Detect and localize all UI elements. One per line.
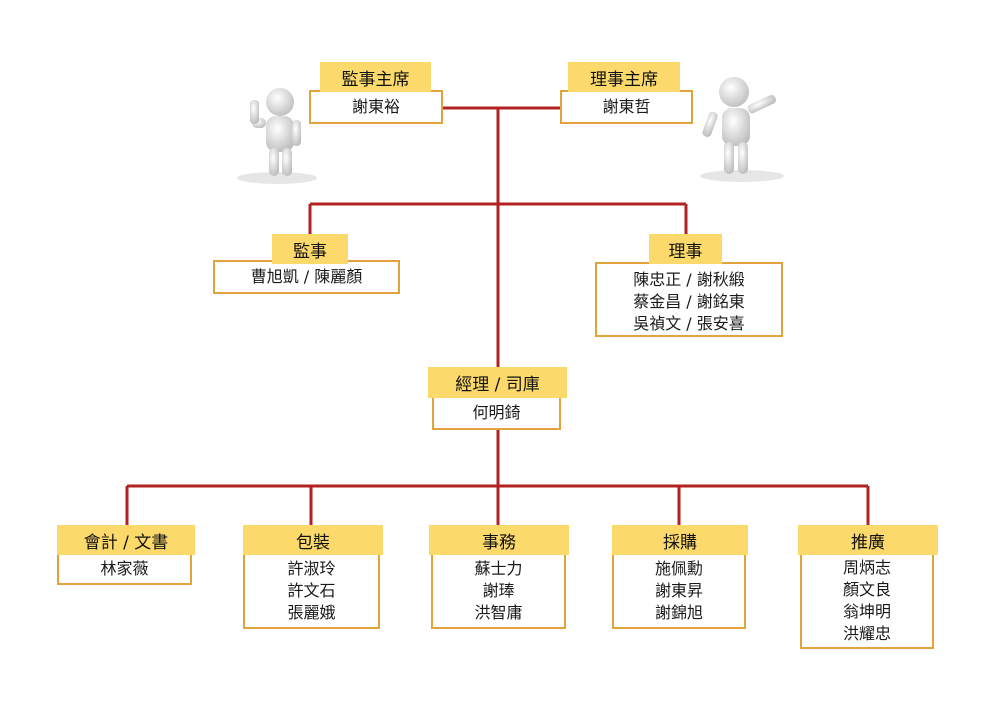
dept-member: 洪耀忠 [842, 624, 891, 643]
dept-member: 周炳志 [842, 558, 891, 577]
manager-title: 經理 / 司庫 [428, 367, 567, 398]
purchasing-box: 施佩勳 謝東昇 謝錦旭 [612, 553, 746, 629]
manager-name: 何明錡 [472, 403, 521, 422]
supervisor-chair-title: 監事主席 [320, 62, 431, 92]
manager-box: 何明錡 [432, 396, 561, 430]
board-chair-name: 謝東哲 [602, 97, 651, 116]
dept-member: 蘇士力 [474, 559, 523, 578]
promotion-title: 推廣 [798, 525, 938, 555]
promotion-box: 周炳志 顏文良 翁坤明 洪耀忠 [800, 553, 934, 649]
affairs-box: 蘇士力 謝琫 洪智庸 [431, 553, 566, 629]
packaging-box: 許淑玲 許文石 張麗娥 [243, 553, 380, 629]
affairs-title: 事務 [429, 525, 569, 555]
dept-member: 謝錦旭 [654, 603, 703, 622]
supervisors-names: 曹旭凱 / 陳麗顏 [250, 267, 363, 286]
supervisor-chair-box: 謝東裕 [309, 90, 443, 124]
thumbs-up-person-icon [237, 88, 317, 184]
dept-member: 謝琫 [482, 581, 515, 600]
dept-member: 顏文良 [842, 580, 891, 599]
dept-member: 謝東昇 [654, 581, 703, 600]
supervisors-box: 曹旭凱 / 陳麗顏 [213, 260, 400, 294]
dept-member: 施佩勳 [654, 559, 703, 578]
accounting-box: 林家薇 [57, 553, 192, 585]
dept-member: 洪智庸 [474, 603, 523, 622]
dept-member: 林家薇 [100, 559, 149, 578]
dept-member: 翁坤明 [842, 602, 891, 621]
dept-member: 張麗娥 [287, 603, 336, 622]
directors-name-row: 蔡金昌 / 謝銘東 [633, 292, 745, 311]
supervisors-title: 監事 [272, 234, 348, 264]
board-chair-box: 謝東哲 [560, 90, 693, 124]
purchasing-title: 採購 [612, 525, 748, 555]
dept-member: 許淑玲 [287, 559, 336, 578]
supervisor-chair-name: 謝東裕 [351, 97, 400, 116]
packaging-title: 包裝 [243, 525, 383, 555]
dept-member: 許文石 [287, 581, 336, 600]
presenting-person-icon [700, 77, 784, 182]
directors-box: 陳忠正 / 謝秋緞 蔡金昌 / 謝銘東 吳禎文 / 張安喜 [595, 262, 783, 337]
directors-name-row: 陳忠正 / 謝秋緞 [633, 270, 745, 289]
accounting-title: 會計 / 文書 [57, 525, 195, 555]
board-chair-title: 理事主席 [568, 62, 680, 92]
directors-name-row: 吳禎文 / 張安喜 [633, 314, 745, 333]
directors-title: 理事 [649, 234, 722, 264]
